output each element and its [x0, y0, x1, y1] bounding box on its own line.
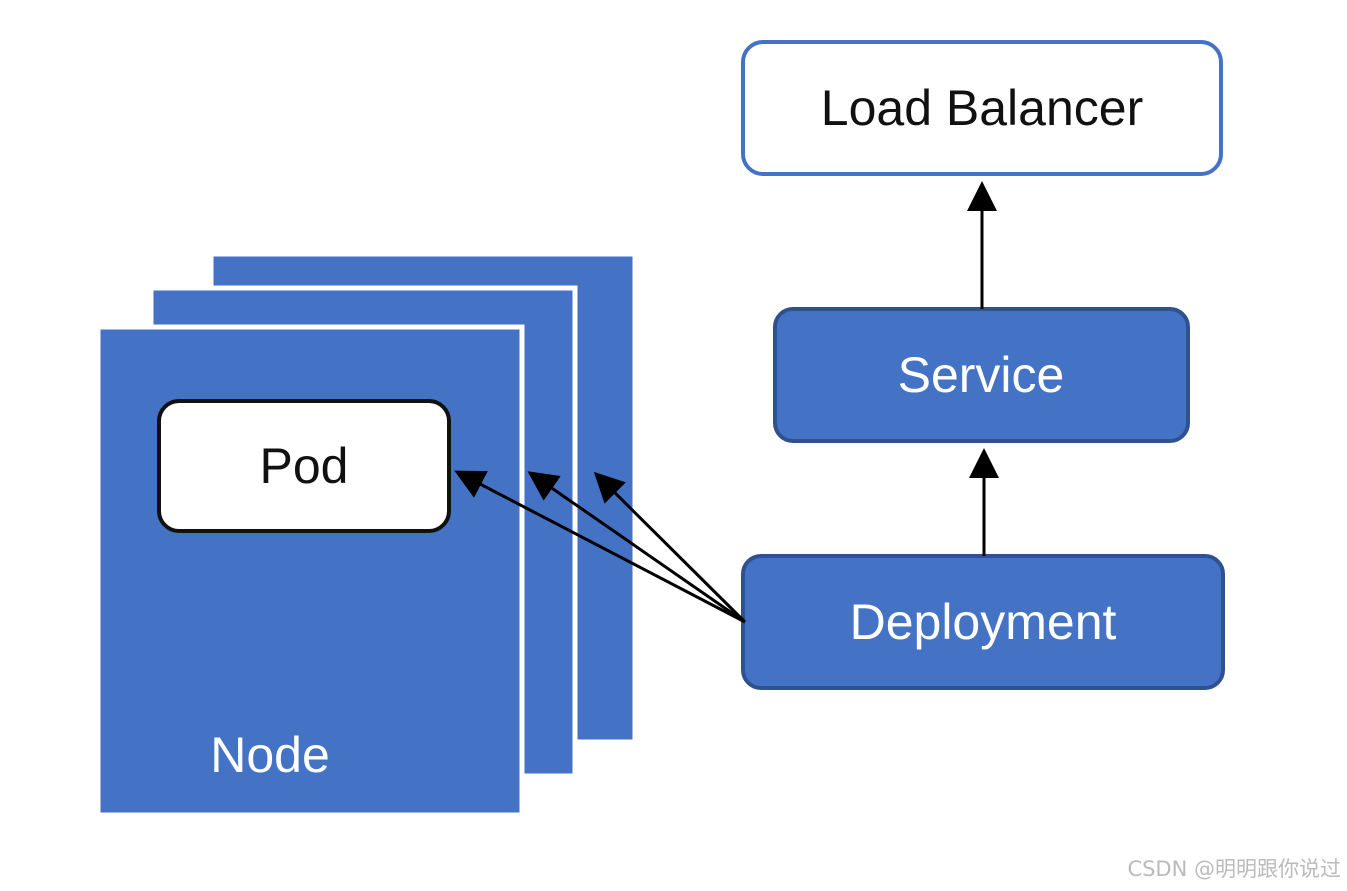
pod-box: [157, 399, 451, 533]
pod-label: Pod: [260, 438, 349, 494]
service-label: Service: [898, 347, 1065, 403]
watermark: CSDN @明明跟你说过: [1127, 857, 1341, 881]
load-balancer-box: [741, 40, 1223, 176]
arrow-deployment-to-node-3: [593, 471, 747, 624]
arrow-deployment-to-node-2: [527, 471, 746, 624]
load-balancer-label: Load Balancer: [821, 80, 1143, 136]
arrow-deployment-to-pod: [454, 470, 746, 624]
deployment-label: Deployment: [850, 594, 1117, 650]
node-label: Node: [210, 727, 330, 783]
